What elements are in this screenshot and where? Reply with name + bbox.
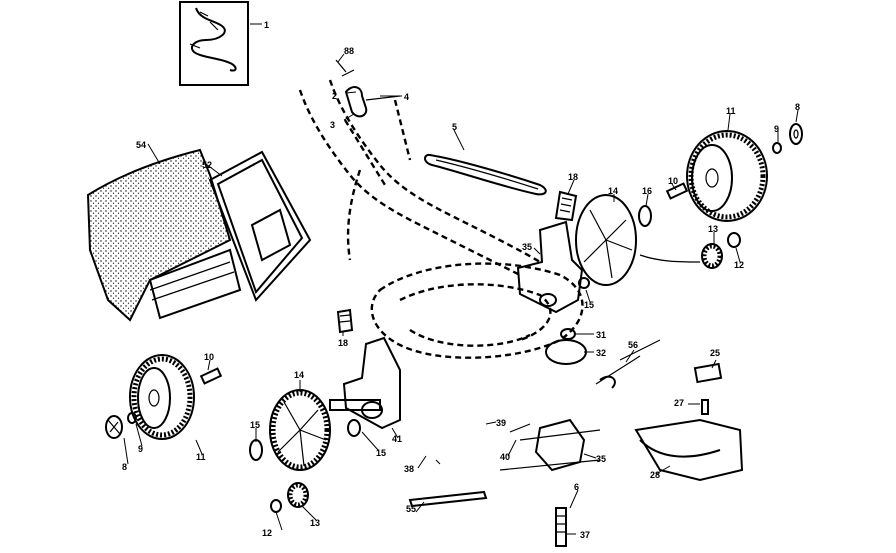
grass-bag xyxy=(86,148,242,322)
callout-41: 41 xyxy=(392,434,402,444)
small-parts-left xyxy=(199,367,361,513)
callout-13-left: 13 xyxy=(310,518,320,528)
callout-15-left-a: 15 xyxy=(250,420,260,430)
callout-10-left: 10 xyxy=(204,352,214,362)
callout-1: 1 xyxy=(264,20,269,30)
callout-4: 4 xyxy=(404,92,409,102)
callout-10-right: 10 xyxy=(668,176,678,186)
callout-12-right: 12 xyxy=(734,260,744,270)
height-adjust-bracket-right xyxy=(516,190,590,314)
control-lever xyxy=(335,59,401,118)
rear-wheel-left xyxy=(129,354,195,440)
callout-37: 37 xyxy=(580,530,590,540)
callout-8-right: 8 xyxy=(795,102,800,112)
callout-25: 25 xyxy=(710,348,720,358)
callout-18-right: 18 xyxy=(568,172,578,182)
wheel-cover-right xyxy=(575,194,637,286)
callout-13-right: 13 xyxy=(708,224,718,234)
discharge-chute xyxy=(634,362,744,482)
callout-40: 40 xyxy=(500,452,510,462)
callout-6: 6 xyxy=(574,482,579,492)
mower-deck xyxy=(370,262,584,359)
callout-9-right: 9 xyxy=(774,124,779,134)
callout-9-left: 9 xyxy=(138,444,143,454)
wheel-cover-left xyxy=(269,389,331,471)
rear-wheel-right xyxy=(686,130,768,222)
callout-56: 56 xyxy=(628,340,638,350)
callout-15-right: 15 xyxy=(584,300,594,310)
transmission-assembly xyxy=(408,328,661,547)
callout-54: 54 xyxy=(136,140,146,150)
callout-15-left-b: 15 xyxy=(376,448,386,458)
callout-16: 16 xyxy=(642,186,652,196)
callout-5: 5 xyxy=(452,122,457,132)
callout-11-right: 11 xyxy=(726,106,736,116)
drive-belt xyxy=(424,153,547,196)
cable-kit xyxy=(179,1,249,86)
callout-55: 55 xyxy=(406,504,416,514)
callout-8-left: 8 xyxy=(122,462,127,472)
callout-88: 88 xyxy=(344,46,354,56)
hub-cap-right xyxy=(772,123,803,154)
callout-18-left: 18 xyxy=(338,338,348,348)
callout-32: 32 xyxy=(596,348,606,358)
handle-assembly xyxy=(298,79,541,277)
callout-31: 31 xyxy=(596,330,606,340)
height-adjust-bracket-left xyxy=(329,308,401,430)
bag-frame xyxy=(208,150,312,302)
callout-38: 38 xyxy=(404,464,414,474)
callout-labels: 1 2 3 4 5 8 8 9 9 10 10 11 11 12 12 13 1… xyxy=(122,20,800,540)
callout-14-right: 14 xyxy=(608,186,618,196)
small-parts-right xyxy=(638,182,741,269)
callout-35-bottom: 35 xyxy=(596,454,606,464)
callout-28: 28 xyxy=(650,470,660,480)
callout-27: 27 xyxy=(674,398,684,408)
callout-35-right: 35 xyxy=(522,242,532,252)
callout-14-left: 14 xyxy=(294,370,304,380)
callout-11-left: 11 xyxy=(196,452,206,462)
callout-3: 3 xyxy=(330,120,335,130)
callout-12-left: 12 xyxy=(262,528,272,538)
callout-39: 39 xyxy=(496,418,506,428)
callout-2: 2 xyxy=(332,91,337,101)
callout-52: 52 xyxy=(202,160,212,170)
hub-cap-left xyxy=(105,412,137,439)
leader-lines xyxy=(123,23,799,535)
